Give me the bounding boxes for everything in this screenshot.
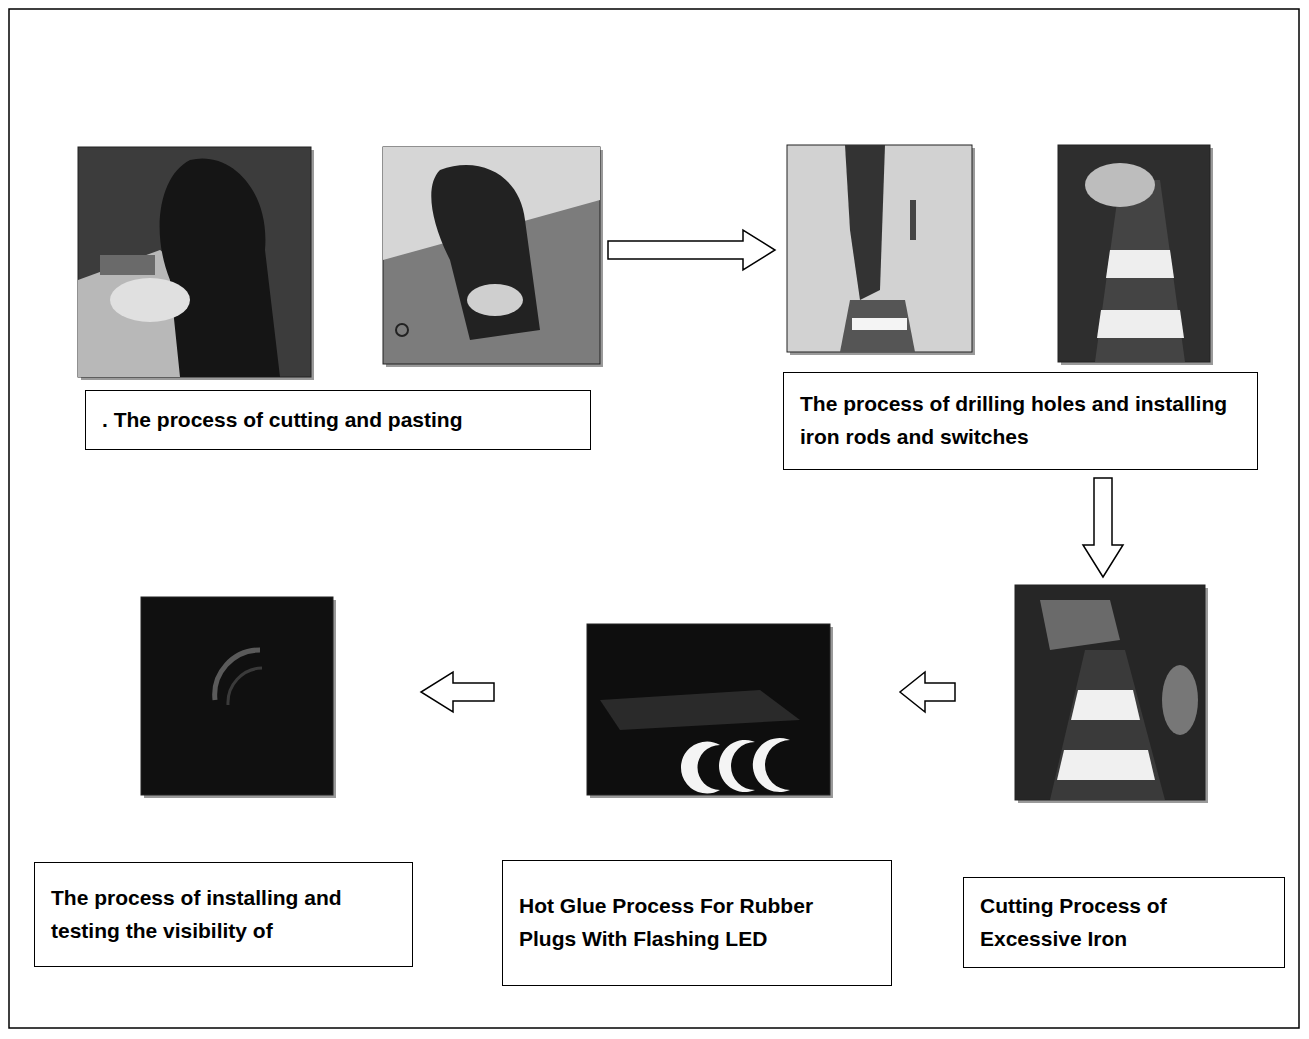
caption-box: Hot Glue Process For Rubber Plugs With F… — [502, 860, 892, 986]
caption-box: The process of installing and testing th… — [34, 862, 413, 967]
step-caption: The process of installing and testing th… — [51, 882, 396, 947]
photo-installing-rods — [1058, 145, 1213, 365]
block-arrow — [900, 672, 955, 712]
step-caption: Hot Glue Process For Rubber Plugs With F… — [519, 890, 875, 955]
process-step: Hot Glue Process For Rubber Plugs With F… — [502, 624, 892, 986]
process-step: The process of drilling holes and instal… — [783, 145, 1258, 470]
block-arrow — [1083, 478, 1123, 577]
photo-pasting — [383, 147, 603, 367]
photo-drilling — [787, 145, 975, 355]
step-caption: Cutting Process of Excessive Iron — [980, 890, 1268, 955]
photo-cutting-iron — [1015, 585, 1208, 803]
process-step: . The process of cutting and pasting — [78, 147, 600, 450]
caption-box: . The process of cutting and pasting — [85, 390, 591, 450]
step-caption: The process of drilling holes and instal… — [800, 388, 1241, 453]
photo-cutting — [78, 147, 314, 380]
caption-box: Cutting Process of Excessive Iron — [963, 877, 1285, 968]
process-step: Cutting Process of Excessive Iron — [963, 585, 1285, 968]
page-frame — [9, 9, 1299, 1028]
process-step: The process of installing and testing th… — [34, 597, 413, 967]
caption-box: The process of drilling holes and instal… — [783, 372, 1258, 470]
block-arrow — [608, 230, 775, 270]
photo-visibility-test — [141, 597, 336, 798]
step-caption: . The process of cutting and pasting — [102, 404, 574, 437]
block-arrow — [421, 672, 494, 712]
photo-hot-glue-led — [587, 624, 833, 798]
